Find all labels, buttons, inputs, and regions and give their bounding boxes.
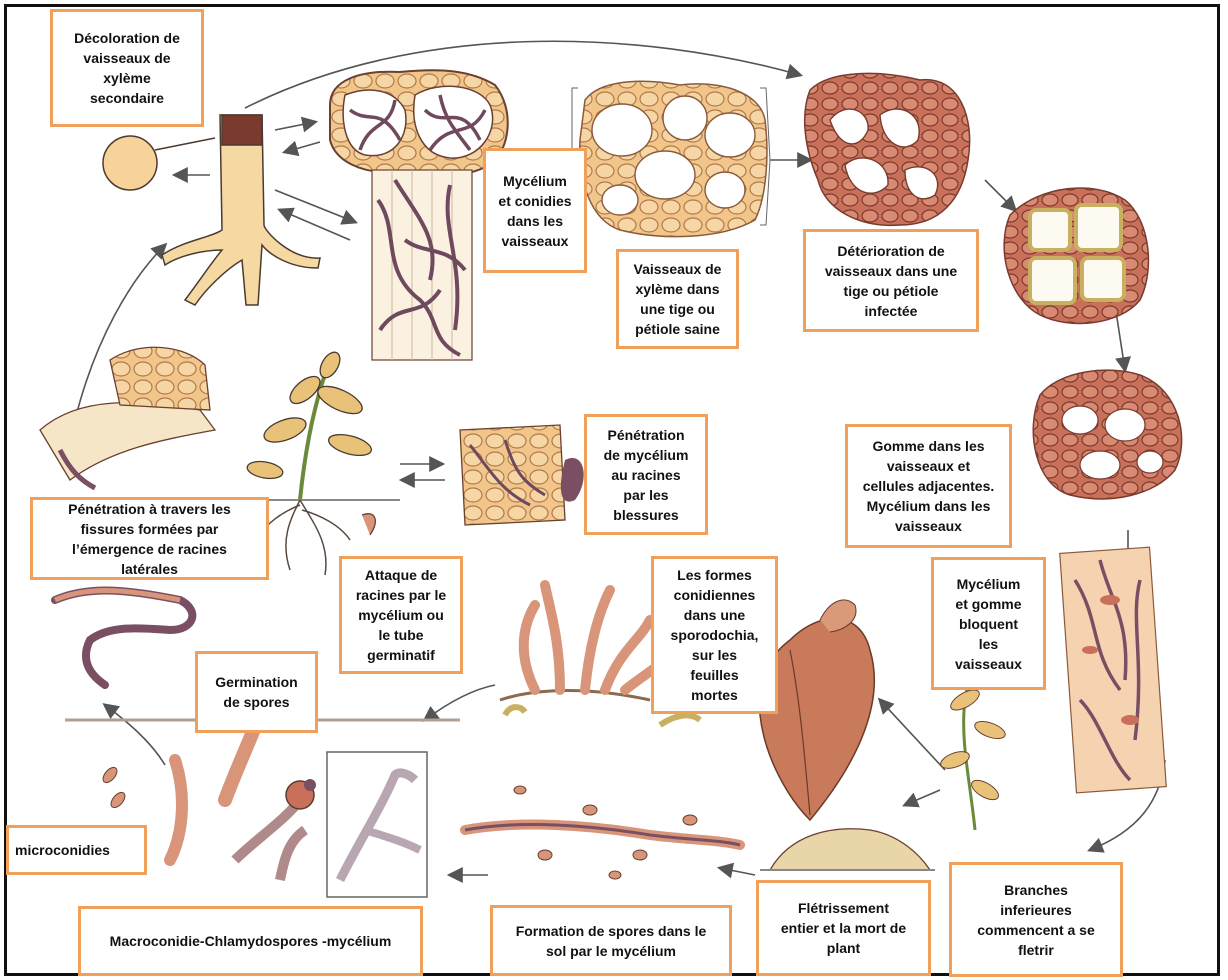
label-mycelium-gum: Mycélium et gomme bloquent les vaisseaux	[931, 557, 1046, 690]
label-mycelium-conidies: Mycélium et conidies dans les vaisseaux	[483, 148, 587, 273]
arrow-infected-to-next	[985, 180, 1015, 210]
label-macroconidie: Macroconidie-Chlamydospores -mycélium	[78, 906, 423, 976]
label-penetration-blessures: Pénétration de mycélium au racines par l…	[584, 414, 708, 535]
label-germination: Germination de spores	[195, 651, 318, 733]
arrow-stem-to-long	[275, 190, 355, 222]
arrow-spore-up	[105, 705, 165, 765]
label-deterioration: Détérioration de vaisseaux dans une tige…	[803, 229, 979, 332]
gum-section	[1033, 370, 1181, 499]
soil-mycelium	[465, 786, 740, 879]
arrow-wilt-to-spores	[720, 868, 755, 875]
label-formation-spores: Formation de spores dans le sol par le m…	[490, 905, 732, 976]
label-penetration-fissures: Pénétration à travers les fissures formé…	[30, 497, 269, 580]
label-fletrissement: Flétrissement entier et la mort de plant	[756, 880, 931, 976]
arrow-sporodochia-to-soil	[425, 685, 495, 720]
infected-xylem-section	[805, 73, 970, 225]
label-formes-conidiennes: Les formes conidiennes dans une sporodoc…	[651, 556, 778, 714]
label-healthy-vessels: Vaisseaux de xylème dans une tige ou pét…	[616, 249, 739, 349]
stem-dark-band	[222, 115, 262, 145]
arrow-plant-to-wilt	[905, 790, 940, 805]
vessel-longitudinal	[372, 170, 472, 360]
root-penetration-detail	[460, 425, 584, 525]
label-decoloration: Décoloration de vaisseaux de xylème seco…	[50, 9, 204, 127]
label-branches: Branches inferieures commencent a se fle…	[949, 862, 1123, 977]
arrow-cross-to-stem	[285, 142, 320, 152]
vessel-longitudinal-right	[1060, 547, 1167, 793]
arrow-stem-to-cross	[275, 122, 315, 130]
germinating-spore	[55, 591, 192, 685]
label-attaque-racines: Attaque de racines par le mycélium ou le…	[339, 556, 463, 674]
healthy-xylem-section	[572, 81, 770, 236]
stem-drawing	[103, 115, 320, 305]
label-gum: Gomme dans les vaisseaux et cellules adj…	[845, 424, 1012, 548]
vessel-cross-section	[330, 70, 508, 176]
label-microconidies: microconidies	[6, 825, 147, 875]
arrow-plant-to-leaf	[880, 700, 945, 770]
arrow-long-to-stem	[280, 210, 350, 240]
stem-cross-circle	[103, 136, 157, 190]
vessels-yellow-walls	[1004, 188, 1148, 323]
root-fissure-detail	[40, 347, 215, 488]
mycelium-box	[327, 752, 427, 897]
